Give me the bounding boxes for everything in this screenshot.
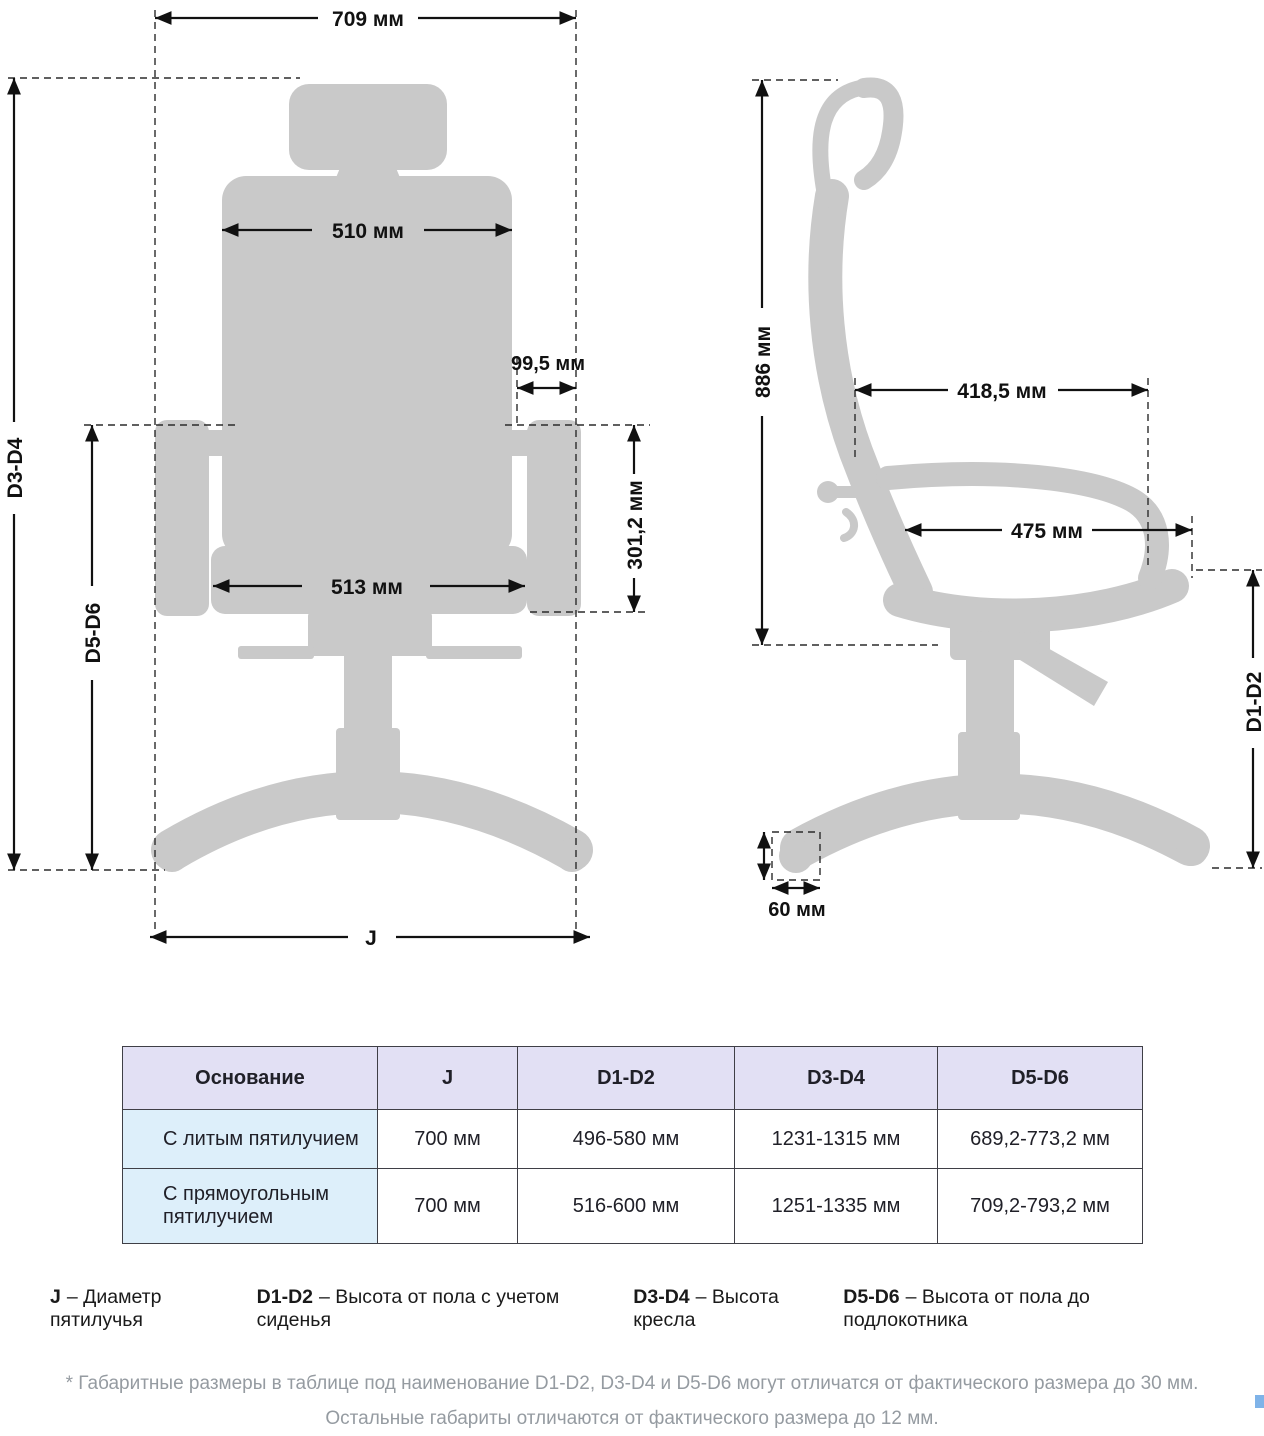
front-gas-lift-block <box>336 728 400 820</box>
dim-label: D5-D6 <box>82 603 105 664</box>
side-gas-lift <box>966 656 1014 740</box>
front-mechanism <box>308 612 432 656</box>
legend-item-d1d2: D1-D2– Высота от пола с учетом сиденья <box>257 1286 634 1332</box>
col-header-base: Основание <box>122 1046 378 1110</box>
front-headrest-stem <box>330 168 406 192</box>
value-cell: 516-600 мм <box>517 1168 735 1244</box>
dim-caster-size: 60 мм <box>757 832 826 921</box>
value-cell: 700 мм <box>377 1109 518 1169</box>
base-type-cell: С прямоугольным пятилучием <box>122 1168 378 1244</box>
dim-back-height: 886 мм <box>752 80 775 645</box>
front-armrest-left <box>155 420 209 616</box>
front-headrest <box>289 84 447 170</box>
footnotes: * Габаритные размеры в таблице под наиме… <box>0 1366 1264 1436</box>
legend-desc: – Высота от пола с учетом сиденья <box>256 1286 560 1331</box>
side-caster-front <box>779 839 813 873</box>
table-row: С прямоугольным пятилучием 700 мм 516-60… <box>122 1168 1143 1244</box>
dim-backrest-width: 510 мм <box>222 220 512 243</box>
side-armrest <box>876 462 1169 590</box>
side-seat <box>883 569 1189 633</box>
dim-label: 418,5 мм <box>957 380 1046 403</box>
front-armrest-right <box>527 420 581 616</box>
legend-term: J <box>50 1286 61 1308</box>
footnote-line-2: Остальные габариты отличаются от фактиче… <box>325 1408 939 1429</box>
front-gas-lift <box>344 650 392 740</box>
front-seat <box>211 546 527 614</box>
side-tilt-lever <box>1020 638 1108 706</box>
side-headrest-pad <box>854 77 904 190</box>
corner-artifact <box>1255 1395 1264 1408</box>
front-lever-right <box>426 646 522 659</box>
front-lever-left <box>238 646 314 659</box>
dim-label: 510 мм <box>332 220 404 243</box>
side-caster-rear <box>1176 834 1208 866</box>
dim-chair-height: D3-D4 <box>4 78 27 870</box>
legend-desc: – Диаметр пятилучья <box>50 1286 162 1331</box>
front-view: 709 мм D3-D4 D5-D6 510 мм 99,5 мм <box>4 8 650 950</box>
base-type-cell: С литым пятилучием <box>122 1109 378 1169</box>
value-cell: 1231-1315 мм <box>734 1109 938 1169</box>
value-cell: 700 мм <box>377 1168 518 1244</box>
legend-term: D3-D4 <box>633 1286 690 1308</box>
value-cell: 689,2-773,2 мм <box>937 1109 1143 1169</box>
front-backrest <box>222 176 512 558</box>
dim-overall-width: 709 мм <box>155 8 576 31</box>
legend: J– Диаметр пятилучья D1-D2– Высота от по… <box>0 1286 1264 1332</box>
legend-item-d3d4: D3-D4– Высота кресла <box>633 1286 843 1332</box>
dim-seat-width: 513 мм <box>213 576 525 599</box>
legend-item-d5d6: D5-D6– Высота от пола до подлокотника <box>843 1286 1214 1332</box>
dim-label: 99,5 мм <box>511 353 585 375</box>
value-cell: 496-580 мм <box>517 1109 735 1169</box>
col-header-d1d2: D1-D2 <box>517 1046 735 1110</box>
dim-label: 475 мм <box>1011 520 1083 543</box>
legend-item-j: J– Диаметр пятилучья <box>50 1286 257 1332</box>
dim-label: 301,2 мм <box>624 480 647 569</box>
table-header-row: Основание J D1-D2 D3-D4 D5-D6 <box>122 1046 1143 1110</box>
dim-label: 886 мм <box>752 326 775 398</box>
dim-armrest-height: 301,2 мм <box>624 425 647 612</box>
side-adjust-hook <box>840 508 858 542</box>
value-cell: 1251-1335 мм <box>734 1168 938 1244</box>
dim-armrest-offset: 99,5 мм <box>511 353 585 395</box>
dim-base-diameter: J <box>150 927 590 950</box>
dim-label: 60 мм <box>768 899 825 921</box>
value-cell: 709,2-793,2 мм <box>937 1168 1143 1244</box>
col-header-d5d6: D5-D6 <box>937 1046 1143 1110</box>
side-view: 886 мм 418,5 мм 475 мм D1-D2 60 мм <box>752 77 1264 921</box>
dim-floor-to-seat: D1-D2 <box>1243 570 1264 868</box>
legend-term: D1-D2 <box>256 1286 314 1308</box>
table-row: С литым пятилучием 700 мм 496-580 мм 123… <box>122 1109 1143 1169</box>
dimensions-table: Основание J D1-D2 D3-D4 D5-D6 С литым пя… <box>122 1046 1143 1244</box>
front-caster-left <box>155 838 189 872</box>
side-gas-lift-block <box>958 732 1020 820</box>
col-header-d3d4: D3-D4 <box>734 1046 938 1110</box>
dim-upper-depth: 418,5 мм <box>855 380 1148 403</box>
side-backrest <box>808 179 933 609</box>
legend-term: D5-D6 <box>843 1286 900 1308</box>
chair-dimension-diagram: 709 мм D3-D4 D5-D6 510 мм 99,5 мм <box>4 8 1264 950</box>
legend-desc: – Высота от пола до подлокотника <box>843 1286 1090 1331</box>
side-adjust-knob-stem <box>834 486 862 498</box>
dim-label: D1-D2 <box>1243 672 1264 733</box>
caster-extent-box <box>771 831 821 881</box>
side-adjust-knob <box>817 481 839 503</box>
dim-label: 513 мм <box>331 576 403 599</box>
dim-floor-to-armrest: D5-D6 <box>82 425 105 870</box>
side-headrest-support <box>812 80 868 208</box>
col-header-j: J <box>377 1046 518 1110</box>
dim-label: 709 мм <box>332 8 404 31</box>
legend-desc: – Высота кресла <box>633 1286 779 1331</box>
dim-label: J <box>365 927 377 950</box>
front-caster-right <box>555 838 589 872</box>
dim-seat-depth: 475 мм <box>905 520 1192 543</box>
footnote-line-1: * Габаритные размеры в таблице под наиме… <box>65 1373 1199 1394</box>
dim-label: D3-D4 <box>4 437 27 498</box>
